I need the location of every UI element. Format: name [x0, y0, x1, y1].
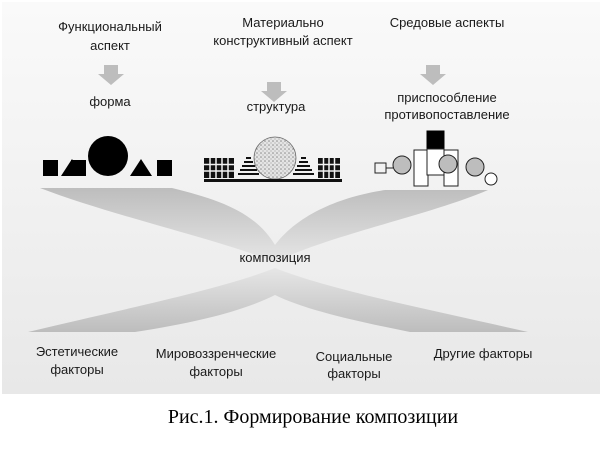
aspect-material-label: Материально конструктивный аспект	[213, 15, 352, 48]
factor-aesthetic-line-1: Эстетические	[36, 344, 118, 359]
triangle-shape	[130, 159, 152, 176]
converging-funnel	[40, 188, 488, 262]
aspect-functional-line-2: аспект	[90, 38, 130, 53]
square-shape	[157, 160, 172, 176]
factor-worldview-line-2: факторы	[189, 364, 242, 379]
result-form-label: форма	[89, 94, 131, 109]
factor-social-line-1: Социальные	[316, 349, 393, 364]
aspect-functional-label: Функциональный аспект	[58, 19, 162, 53]
result-structure-label: структура	[247, 99, 307, 114]
factor-worldview-line-1: Мировоззренческие	[156, 346, 277, 361]
factor-aesthetic-line-2: факторы	[50, 362, 103, 377]
result-adaptation-label: приспособление	[397, 90, 497, 105]
structure-shapes	[204, 136, 342, 182]
result-opposition-label: противопоставление	[384, 107, 509, 122]
factor-social-line-2: факторы	[327, 366, 380, 381]
environment-shapes	[374, 130, 498, 187]
composition-label: композиция	[239, 250, 310, 265]
aspect-material-line-1: Материально	[242, 15, 323, 30]
base-line	[204, 179, 342, 182]
aspect-material-line-2: конструктивный аспект	[213, 33, 352, 48]
form-shapes	[43, 136, 172, 176]
arrow-down-icon	[420, 65, 446, 85]
square-shape	[43, 160, 58, 176]
aspect-environment-label: Средовые аспекты	[390, 15, 505, 30]
aspect-functional-line-1: Функциональный	[58, 19, 162, 34]
aspect-environment-line-1: Средовые аспекты	[390, 15, 505, 30]
factor-other-label: Другие факторы	[434, 346, 533, 361]
grid-block-left	[204, 158, 234, 178]
figure-caption: Рис.1. Формирование композиции	[168, 406, 459, 428]
arrow-down-icon	[261, 82, 287, 102]
circle-shape	[88, 136, 128, 176]
square-shape	[71, 160, 86, 176]
diverging-fan	[28, 268, 528, 332]
arrow-down-icon	[98, 65, 124, 85]
dotted-circle-shape	[253, 136, 297, 180]
